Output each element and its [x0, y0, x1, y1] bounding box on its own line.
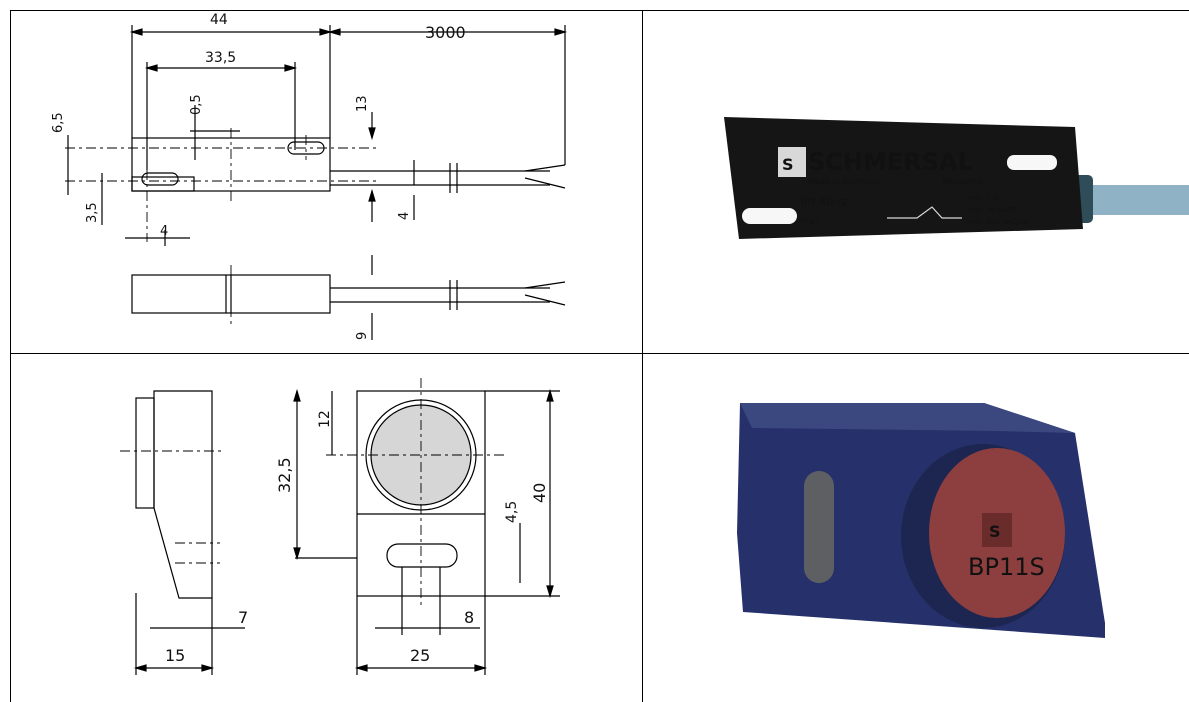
table-border-center	[642, 10, 643, 702]
table-border-left	[10, 10, 11, 702]
actuator-slot	[386, 543, 458, 568]
sensor-slot-left	[742, 208, 797, 224]
sensor-housing	[724, 117, 1083, 239]
dim-3-5: 3,5	[85, 202, 100, 223]
dim-33-5: 33,5	[205, 50, 236, 66]
actuator-side-body	[153, 390, 213, 599]
table-border-top	[10, 10, 1189, 11]
sensor-slot-right	[1007, 155, 1057, 170]
dim-4-left: 4	[160, 224, 168, 239]
brand-label: SCHMERSAL	[808, 148, 973, 176]
dim-4-5: 4,5	[504, 501, 520, 523]
dim-6-5: 6,5	[51, 112, 66, 133]
dim-25: 25	[410, 646, 430, 665]
dim-32-5: 32,5	[275, 457, 294, 493]
rating-current: max. 1 A	[967, 194, 998, 202]
dim-7: 7	[238, 608, 248, 627]
actuator-side-cap	[135, 397, 155, 509]
ip-label: IP 67	[800, 217, 820, 226]
actuator-dimension-drawing: 12 32,5 40 4,5 7 8 15 25	[10, 353, 642, 702]
dim-4-right: 4	[397, 212, 412, 220]
dim-13: 13	[355, 95, 370, 112]
table-border-middle	[10, 353, 1189, 354]
svg-text:S: S	[782, 155, 794, 174]
rating-power: max. 30 VA/W	[967, 206, 1016, 214]
dim-12: 12	[317, 410, 333, 428]
model-label: BN 80-rz	[800, 195, 848, 208]
sensor-mount-ear	[131, 176, 195, 192]
dim-15: 15	[165, 646, 185, 665]
schmersal-logo-icon	[778, 147, 806, 177]
actuator-product-photo: S BP11S	[642, 353, 1189, 702]
actuator-model-label: BP11S	[968, 553, 1045, 581]
sensor-dimension-drawing: 44 3000 33,5 0,5 6,5 13 3,5 4 4 9	[10, 10, 642, 353]
dim-9: 9	[355, 332, 370, 340]
svg-text:S: S	[989, 522, 1001, 541]
dim-3000: 3000	[425, 23, 466, 42]
dim-0-5: 0,5	[189, 94, 204, 115]
dim-44: 44	[210, 12, 228, 28]
sensor-product-photo: S SCHMERSAL Made in Germany Wuppertal BN…	[642, 10, 1189, 353]
made-in-label: Made in Germany	[808, 177, 879, 186]
mount-hole-left	[141, 172, 179, 186]
switch-symbol-icon	[887, 206, 962, 219]
city-label: Wuppertal	[942, 177, 983, 186]
dim-40: 40	[530, 483, 549, 503]
rating-voltage: max. 200 VAC/DC	[967, 218, 1029, 226]
actuator-mount-slot	[804, 471, 834, 583]
actuator-logo-icon	[982, 513, 1012, 547]
dim-8: 8	[464, 608, 474, 627]
